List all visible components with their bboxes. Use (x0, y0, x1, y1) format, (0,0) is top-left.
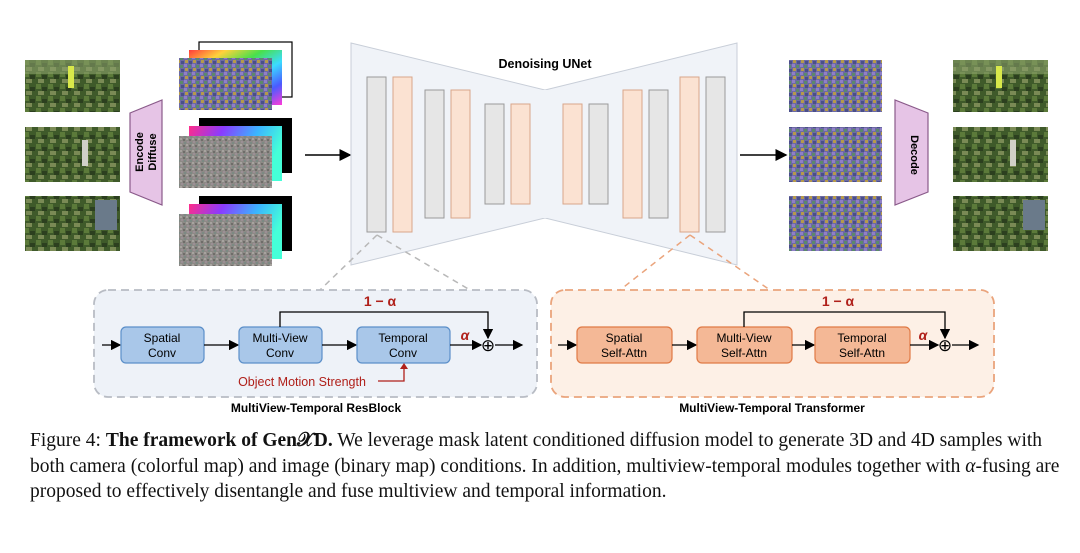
resblock-title: MultiView-Temporal ResBlock (231, 401, 402, 415)
transformer-sum-icon: ⊕ (938, 336, 952, 355)
spatial-attn-label-2: Self-Attn (601, 346, 647, 360)
denoising-unet: Denoising UNet (350, 42, 738, 266)
caption-text-2: -fusing are proposed to effectively dise… (30, 455, 1060, 503)
transformer-skip-label: 1 − α (822, 293, 855, 309)
spatial-conv-label-1: Spatial (144, 331, 181, 345)
temporal-conv-label-2: Conv (389, 346, 417, 360)
output-frames (953, 60, 1048, 251)
resblock-sum-icon: ⊕ (481, 336, 495, 355)
transformer-title: MultiView-Temporal Transformer (679, 401, 865, 415)
spatial-attn-label-1: Spatial (606, 331, 643, 345)
decode-block: Decode (894, 99, 929, 206)
resblock-skip-label: 1 − α (364, 293, 397, 309)
input-frame-2 (25, 127, 120, 182)
transformer-alpha-label: α (919, 327, 929, 343)
multiview-attn-label-2: Self-Attn (721, 346, 767, 360)
transformer-panel: Spatial Self-Attn Multi-View Self-Attn T… (550, 289, 995, 415)
output-latents (789, 60, 882, 251)
caption-text-1: We leverage mask latent conditioned diff… (30, 430, 1043, 477)
temporal-conv-label-1: Temporal (378, 331, 427, 345)
caption-bold-title: The framework of Gen𝒳D. (105, 430, 333, 451)
resblock-panel: Spatial Conv Multi-View Conv Temporal Co… (93, 289, 538, 415)
temporal-attn-label-2: Self-Attn (839, 346, 885, 360)
resblock-alpha-label: α (461, 327, 471, 343)
unet-title: Denoising UNet (498, 57, 592, 71)
multiview-conv-label-1: Multi-View (252, 331, 307, 345)
encode-label: Encode (134, 132, 146, 172)
multiview-conv-label-2: Conv (266, 346, 294, 360)
latent-stack-2 (179, 118, 292, 188)
decode-label: Decode (908, 135, 920, 175)
caption-figure-label: Figure 4: (30, 430, 101, 451)
multiview-attn-label-1: Multi-View (716, 331, 771, 345)
spatial-conv-label-2: Conv (148, 346, 176, 360)
latent-stack-3 (179, 196, 292, 266)
latent-stack-1 (179, 41, 293, 110)
object-motion-label: Object Motion Strength (238, 375, 366, 389)
encode-diffuse-block: Encode Diffuse (129, 99, 163, 206)
temporal-attn-label-1: Temporal (837, 331, 886, 345)
input-frames (25, 60, 120, 251)
figure-caption: Figure 4: The framework of Gen𝒳D. We lev… (30, 428, 1060, 505)
diffuse-label: Diffuse (147, 133, 159, 170)
caption-alpha: α (965, 455, 976, 477)
framework-diagram: Encode Diffuse Denoising UNet (25, 41, 1048, 415)
